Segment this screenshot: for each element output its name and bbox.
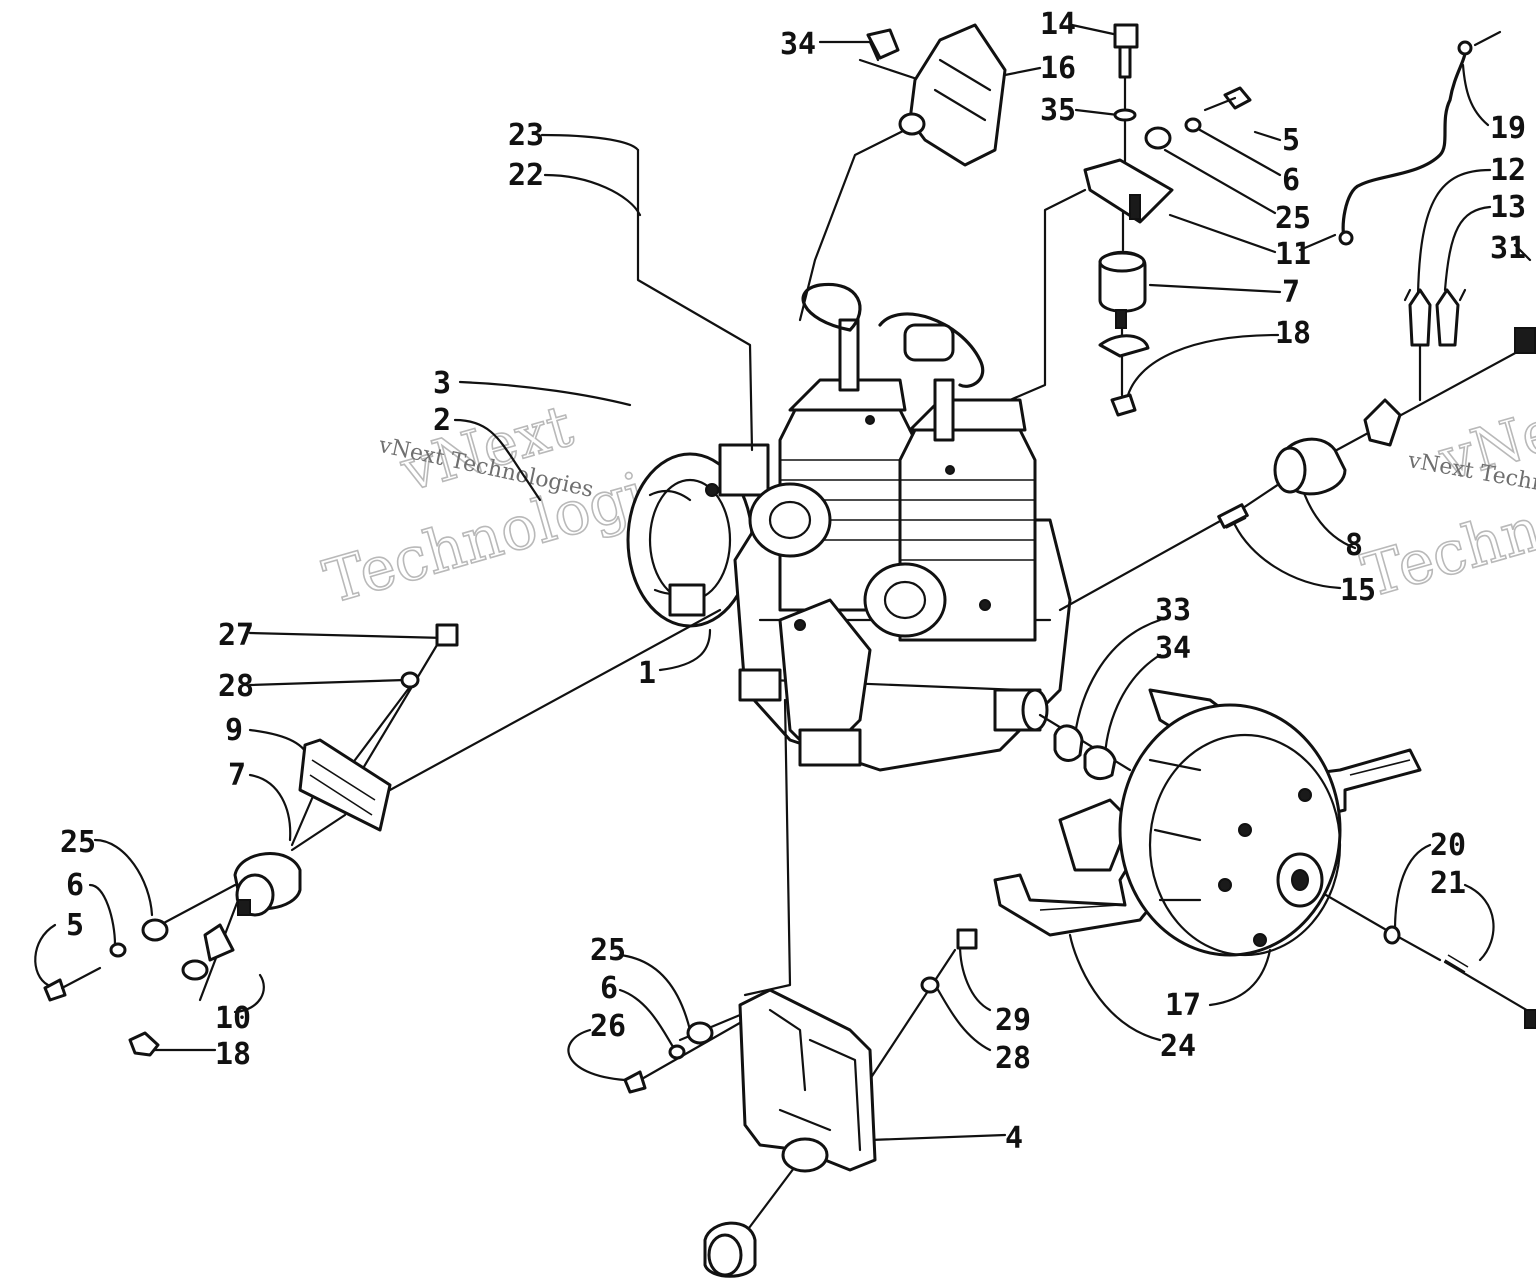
wire-19 (1341, 46, 1467, 242)
callout-14: 14 (1040, 7, 1076, 42)
callout-7-left: 7 (228, 758, 246, 793)
callout-4: 4 (1005, 1121, 1023, 1156)
callout-28-bottom: 28 (995, 1041, 1031, 1076)
callout-15: 15 (1340, 573, 1376, 608)
callout-6-left: 6 (66, 868, 84, 903)
right-parts (1217, 30, 1536, 529)
callout-20: 20 (1430, 828, 1466, 863)
callout-23: 23 (508, 118, 544, 153)
clip-30 (866, 28, 900, 60)
terminal-12 (1408, 288, 1432, 347)
callout-28-left: 28 (218, 669, 254, 704)
callout-11: 11 (1275, 237, 1311, 272)
callout-labels: 34 14 16 35 5 6 25 11 7 18 19 12 13 31 2… (60, 7, 1526, 1156)
callout-17: 17 (1165, 988, 1201, 1023)
callout-19: 19 (1490, 111, 1526, 146)
callout-9: 9 (225, 713, 243, 748)
top-parts (866, 23, 1252, 417)
callout-35: 35 (1040, 93, 1076, 128)
callout-18-left: 18 (215, 1037, 251, 1072)
callout-31: 31 (1490, 231, 1526, 266)
bracket-11 (1083, 158, 1174, 224)
bracket-16 (908, 23, 1007, 167)
callout-25-left: 25 (60, 825, 96, 860)
callout-27: 27 (218, 618, 254, 653)
callout-18-top: 18 (1275, 316, 1311, 351)
callout-34: 34 (1155, 631, 1191, 666)
front-mount-parts (43, 623, 459, 1057)
bottom-bracket-parts (623, 928, 978, 1278)
callout-24: 24 (1160, 1029, 1196, 1064)
callout-5-top: 5 (1282, 123, 1300, 158)
callout-6-top: 6 (1282, 163, 1300, 198)
callout-12: 12 (1490, 153, 1526, 188)
terminal-13 (1435, 288, 1460, 347)
bracket-4 (738, 988, 877, 1172)
callout-10: 10 (215, 1001, 251, 1036)
callout-22: 22 (508, 158, 544, 193)
callout-16: 16 (1040, 51, 1076, 86)
callout-2: 2 (433, 403, 451, 438)
callout-21: 21 (1430, 866, 1466, 901)
callout-30: 34 (780, 27, 816, 62)
bolt-14 (1113, 23, 1139, 49)
callout-6-bottom: 6 (600, 971, 618, 1006)
callout-13: 13 (1490, 190, 1526, 225)
callout-3: 3 (433, 366, 451, 401)
callout-25-top: 25 (1275, 201, 1311, 236)
callout-8: 8 (1345, 528, 1363, 563)
engine-block (626, 282, 1072, 772)
plate-9 (298, 738, 392, 832)
clutch-assembly (993, 688, 1536, 1029)
callout-5-left: 5 (66, 908, 84, 943)
clutch-17 (1118, 703, 1342, 957)
callout-25-bottom: 25 (590, 933, 626, 968)
callout-33: 33 (1155, 593, 1191, 628)
callout-29: 29 (995, 1003, 1031, 1038)
callout-26: 26 (590, 1009, 626, 1044)
callout-1: 1 (638, 656, 656, 691)
callout-7-top: 7 (1282, 275, 1300, 310)
